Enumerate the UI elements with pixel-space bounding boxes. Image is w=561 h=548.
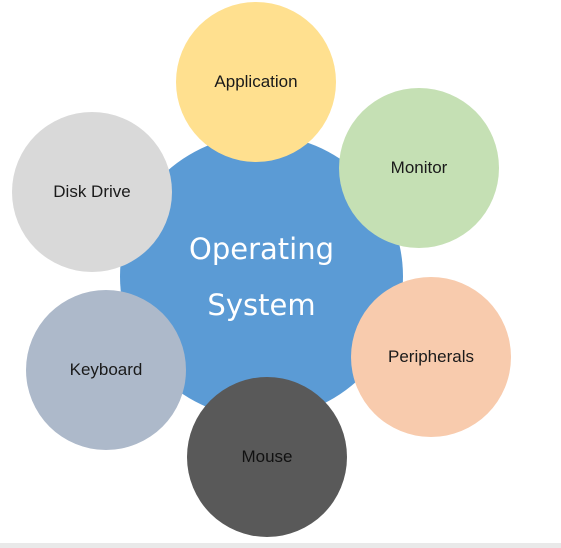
monitor-label: Monitor	[390, 158, 448, 177]
bottom-divider	[0, 543, 561, 548]
application-circle: Application	[176, 2, 336, 162]
disk-drive-label: Disk Drive	[53, 182, 131, 201]
mouse-circle: Mouse	[187, 377, 347, 537]
operating-system-label: Operating System	[189, 231, 334, 322]
mouse-label: Mouse	[241, 447, 293, 466]
peripherals-label: Peripherals	[388, 347, 474, 366]
application-label: Application	[214, 72, 298, 91]
keyboard-label: Keyboard	[69, 360, 143, 379]
keyboard-circle: Keyboard	[26, 290, 186, 450]
monitor-circle: Monitor	[339, 88, 499, 248]
peripherals-circle: Peripherals	[351, 277, 511, 437]
disk-drive-circle: Disk Drive	[12, 112, 172, 272]
